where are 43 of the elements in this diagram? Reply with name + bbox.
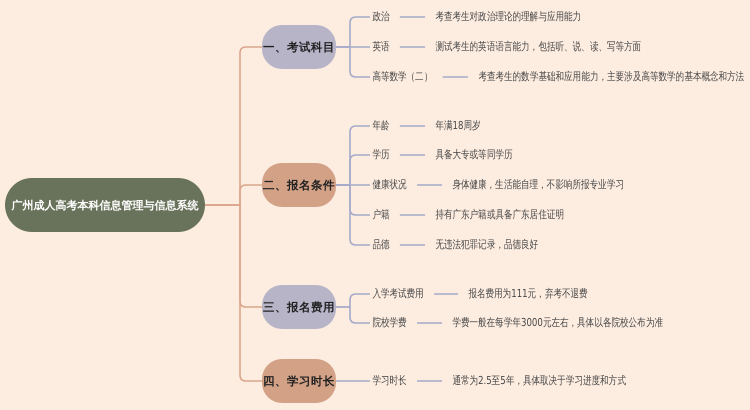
item-description: 持有广东户籍或具备广东居住证明 <box>433 206 566 224</box>
item-description: 通常为2.5至5年，具体取决于学习进度和方式 <box>450 372 628 390</box>
item-label: 院校学费 <box>370 314 409 332</box>
item-description: 年满18周岁 <box>433 117 483 135</box>
root-topic-box: 广州成人高考本科信息管理与信息系统 <box>5 178 205 232</box>
branch-topic-box: 四、学习时长 <box>262 359 336 403</box>
branch-topic-box: 三、报名费用 <box>262 285 336 329</box>
connector-line <box>417 322 442 324</box>
item-label: 健康状况 <box>370 176 409 194</box>
item-label: 品德 <box>370 236 392 254</box>
item-label: 学历 <box>370 146 392 164</box>
item-description: 身体健康，生活能自理，不影响所报专业学习 <box>450 176 626 194</box>
item-label: 英语 <box>370 38 392 56</box>
item-description: 报名费用为111元，弃考不退费 <box>466 285 590 303</box>
connector-line <box>400 244 425 246</box>
connector-line <box>400 214 425 216</box>
item-description: 学费一般在每学年3000元左右，具体以各院校公布为准 <box>450 314 666 332</box>
item-label: 学习时长 <box>370 372 409 390</box>
connector-line <box>400 46 425 48</box>
item-description: 具备大专或等同学历 <box>433 146 515 164</box>
item-label: 政治 <box>370 8 392 26</box>
branch-topic-box: 一、考试科目 <box>262 25 336 69</box>
connector-line <box>417 184 442 186</box>
connector-line <box>442 76 468 78</box>
connector-line <box>336 184 370 246</box>
connector-line <box>205 204 262 382</box>
connector-line <box>400 125 425 127</box>
item-label: 高等数学（二） <box>370 68 435 86</box>
connector-line <box>417 380 442 382</box>
branch-topic-box: 二、报名条件 <box>262 163 336 207</box>
item-description: 考查考生的数学基础和应用能力，主要涉及高等数学的基本概念和方法 <box>476 68 747 86</box>
item-label: 户籍 <box>370 206 392 224</box>
connector-line <box>434 293 458 295</box>
item-description: 测试考生的英语语言能力，包括听、说、读、写等方面 <box>433 38 644 56</box>
connector-line <box>336 380 370 382</box>
connector-line <box>336 46 370 78</box>
item-label: 入学考试费用 <box>370 285 426 303</box>
connector-line <box>336 306 370 324</box>
connector-line <box>400 154 425 156</box>
connector-line <box>400 16 425 18</box>
item-label: 年龄 <box>370 117 392 135</box>
item-description: 考查考生对政治理论的理解与应用能力 <box>433 8 584 26</box>
item-description: 无违法犯罪记录，品德良好 <box>433 236 541 254</box>
